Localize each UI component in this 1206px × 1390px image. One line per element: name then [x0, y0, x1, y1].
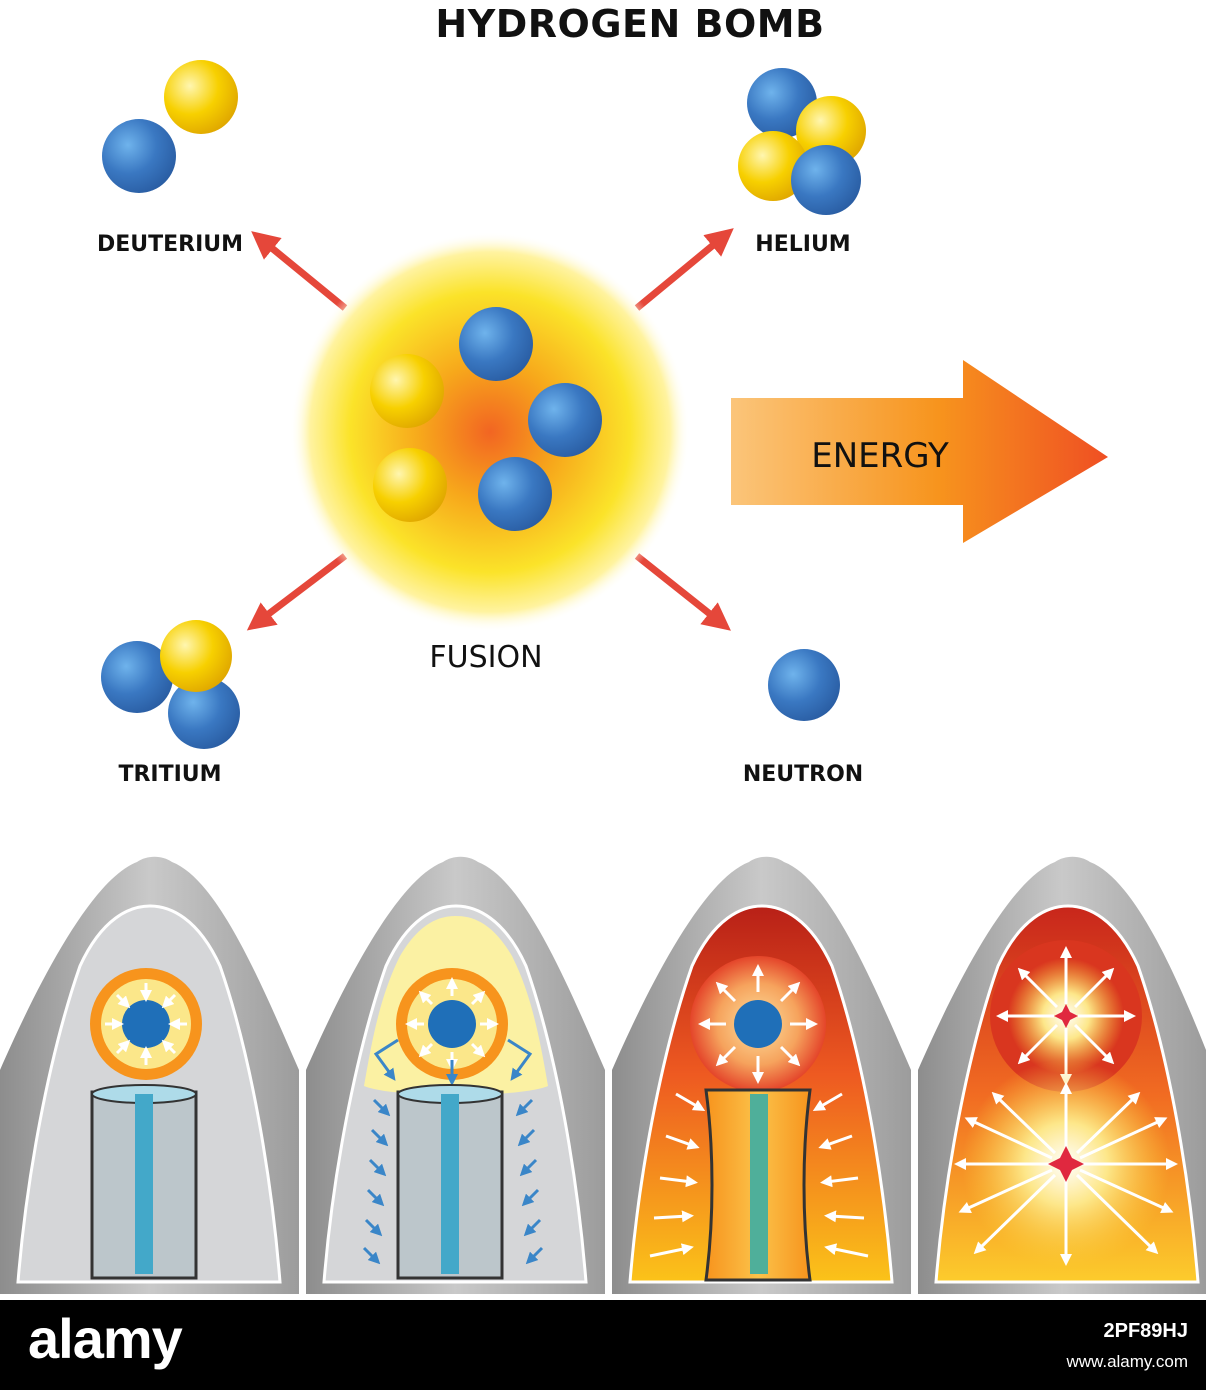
primary-burst — [996, 946, 1136, 1086]
tritium-label: TRITIUM — [118, 762, 222, 787]
energy-arrow — [731, 360, 1108, 543]
secondary-stage-1 — [90, 1084, 198, 1280]
secondary-stage-2 — [396, 1084, 504, 1280]
bomb-stage-1 — [0, 856, 299, 1294]
deuterium-label: DEUTERIUM — [96, 232, 244, 257]
bomb-stage-4 — [918, 856, 1206, 1294]
arrow-to-tritium — [246, 553, 348, 631]
primary-stage-3 — [690, 956, 826, 1092]
bomb-stage-3 — [612, 856, 911, 1294]
fusion-core — [290, 232, 690, 632]
brand-logo: alamy — [28, 1307, 183, 1370]
arrow-to-deuterium — [251, 231, 348, 311]
arrow-to-helium — [634, 228, 734, 311]
tritium-particle — [101, 620, 240, 749]
fusion-label: FUSION — [429, 640, 543, 675]
compression-arrows — [649, 1092, 869, 1258]
diagram-title: HYDROGEN BOMB — [435, 2, 825, 46]
neutron-particle — [768, 649, 840, 721]
primary-stage-1 — [90, 968, 202, 1080]
secondary-stage-3 — [704, 1088, 812, 1282]
helium-label: HELIUM — [755, 232, 851, 257]
deuterium-particle — [102, 60, 238, 193]
stock-site-url: www.alamy.com — [1066, 1352, 1188, 1371]
helium-particle — [738, 68, 866, 215]
hydrogen-bomb-diagram — [0, 60, 1206, 1294]
stock-image-id: 2PF89HJ — [1103, 1320, 1189, 1342]
energy-label: ENERGY — [811, 436, 949, 476]
arrow-to-neutron — [634, 553, 731, 631]
xray-arrows — [362, 1038, 544, 1265]
primary-stage-2 — [396, 968, 508, 1080]
bomb-stage-2 — [306, 856, 605, 1294]
emission-arrows — [246, 228, 734, 631]
stock-footer: alamy 2PF89HJ www.alamy.com — [0, 1300, 1206, 1390]
neutron-label: NEUTRON — [742, 762, 864, 787]
secondary-burst — [954, 1060, 1178, 1268]
